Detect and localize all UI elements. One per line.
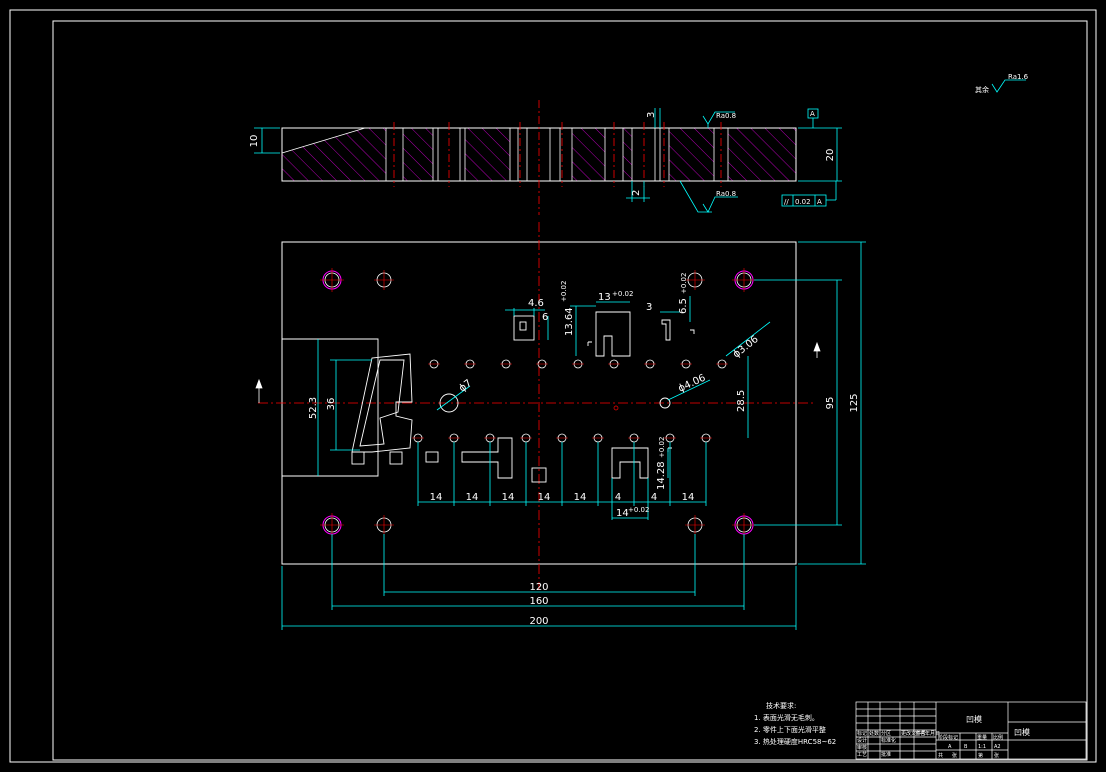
technical-notes: 技术要求: 1. 表面光滑无毛刺。 2. 零件上下面光滑平整 3. 热处理硬度H… — [754, 701, 836, 746]
note-2: 2. 零件上下面光滑平整 — [754, 725, 826, 734]
punch-openings-upper — [513, 311, 695, 357]
dim-14-lower: 14 — [616, 508, 629, 519]
plan-view: 52.3 36 — [255, 222, 866, 630]
pitch-dims — [417, 442, 707, 520]
tb-cell-11: 审核 — [857, 744, 867, 751]
tb-cell-9: 重量 — [977, 734, 987, 741]
roughness-general-value: Ra1.6 — [1008, 73, 1029, 81]
parallelism-value: 0.02 — [795, 198, 811, 206]
tb-scale: 1:1 — [978, 744, 986, 750]
roughness-top — [702, 111, 735, 128]
hole-dia7 — [439, 393, 459, 413]
datum-a — [807, 108, 819, 128]
tb-cell-10: 比例 — [993, 734, 1003, 741]
dim-95: 95 — [825, 397, 836, 410]
datum-letter: A — [810, 110, 815, 118]
dim-section-right — [798, 127, 842, 182]
pitch-8: 14 — [682, 492, 695, 503]
tol-14-28: +0.02 — [658, 437, 666, 458]
note-1: 1. 表面光滑无毛刺。 — [754, 713, 819, 722]
tb-size: A2 — [994, 744, 1001, 750]
roughness-bottom — [679, 180, 738, 213]
tb-cell-0: 标记 — [857, 730, 867, 737]
dim-120: 120 — [529, 582, 548, 593]
tb-cell-15: 张 — [952, 752, 957, 759]
sheet-inner-border — [52, 20, 1088, 761]
tb-cell-8: 阶段标记 — [938, 734, 958, 741]
roughness-top-value: Ra0.8 — [716, 112, 736, 120]
tb-sheet-b: B — [964, 744, 968, 750]
roughness-bottom-value: Ra0.8 — [716, 190, 736, 198]
dim-3: 3 — [646, 302, 652, 313]
overall-dims — [281, 241, 866, 630]
tb-cell-14: 共 — [938, 752, 943, 759]
dim-section-left — [254, 127, 280, 154]
tb-cell-2: 分区 — [881, 730, 891, 737]
side-notch — [282, 338, 413, 477]
dim-4-6: 4.6 — [528, 298, 544, 309]
tb-cell-7: 标准化 — [881, 737, 896, 744]
dim-160: 160 — [529, 596, 548, 607]
tol-14-lower: +0.02 — [628, 506, 649, 514]
section-view: 10 20 3 2 Ra0.8 — [249, 100, 842, 215]
dim-14-28: 14.28 — [656, 461, 667, 490]
tb-cell-4: 签名 — [915, 730, 925, 737]
pitch-5: 14 — [574, 492, 587, 503]
parallelism-symbol: // — [784, 198, 789, 206]
parallelism-datum: A — [817, 198, 822, 206]
pitch-2: 14 — [466, 492, 479, 503]
dim-6-5: 6.5 — [678, 298, 689, 314]
tb-cell-17: 张 — [994, 752, 999, 759]
dim-dia-4-06: ϕ4.06 — [677, 373, 708, 395]
pitch-4: 14 — [538, 492, 551, 503]
general-roughness-note: 其余 Ra1.6 — [975, 73, 1029, 94]
dim-13: 13 — [598, 292, 611, 303]
pitch-7: 4 — [651, 492, 657, 503]
tb-cell-12: 工艺 — [857, 752, 867, 758]
pitch-3: 14 — [502, 492, 515, 503]
title-block — [855, 701, 1087, 760]
section-holes — [282, 128, 728, 181]
dim-52-3: 52.3 — [308, 397, 319, 419]
tol-6-5: +0.02 — [680, 273, 688, 294]
dim-bottom-2: 2 — [631, 190, 642, 196]
roughness-prefix: 其余 — [975, 85, 989, 94]
tb-cell-5: 年月日 — [925, 730, 940, 737]
sheet-outer-border — [9, 9, 1097, 763]
dim-section-10: 10 — [249, 135, 260, 148]
notes-title: 技术要求: — [766, 701, 796, 710]
tol-13: +0.02 — [612, 290, 633, 298]
dim-13-64: 13.64 — [564, 307, 575, 336]
title-part-name: 凹模 — [966, 714, 982, 724]
tol-13-64: +0.02 — [560, 281, 568, 302]
dim-200: 200 — [529, 616, 548, 627]
note-3: 3. 热处理硬度HRC58~62 — [754, 737, 836, 746]
dim-notch — [317, 339, 372, 476]
pitch-6: 4 — [615, 492, 621, 503]
dim-6: 6 — [542, 312, 548, 323]
dim-28-5: 28.5 — [736, 390, 747, 412]
title-drawing-no: 凹模 — [1014, 727, 1030, 737]
dim-36: 36 — [326, 398, 337, 411]
hole-dia406 — [659, 397, 671, 409]
dim-dia-3-06: ϕ3.06 — [731, 334, 761, 360]
dim-125: 125 — [849, 393, 860, 412]
tb-cell-1: 处数 — [869, 730, 879, 737]
tb-sheet-a: A — [948, 744, 952, 750]
tb-cell-16: 第 — [978, 752, 983, 759]
tb-cell-3: 更改文件号 — [901, 730, 926, 737]
punch-openings-lower — [425, 437, 672, 483]
parallelism-frame — [781, 181, 837, 207]
tb-cell-13: 批准 — [881, 751, 891, 758]
tb-cell-6: 设计 — [857, 737, 867, 744]
pitch-1: 14 — [430, 492, 443, 503]
dim-section-20: 20 — [825, 149, 836, 162]
dim-top-3: 3 — [646, 112, 657, 118]
dim-dia-7: ϕ7 — [457, 378, 474, 395]
